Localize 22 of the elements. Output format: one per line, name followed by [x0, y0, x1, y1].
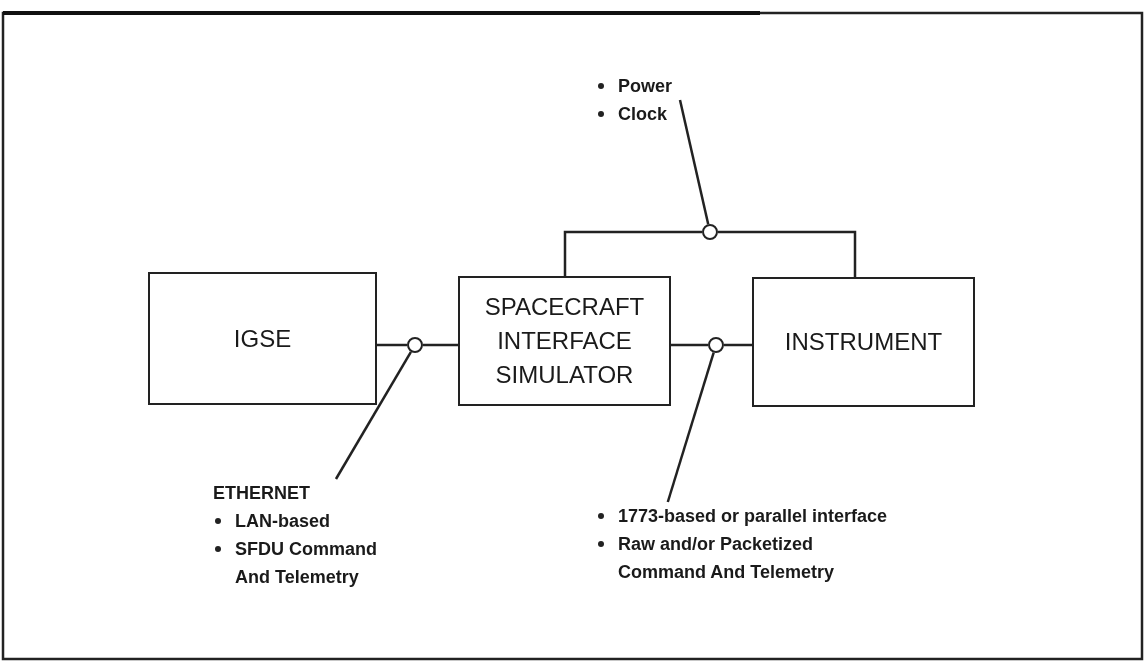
heading-label: ETHERNET [213, 482, 311, 505]
list-item: Raw and/or Packetized Command And Telemetry [618, 533, 836, 584]
block-box: IGSE [148, 272, 377, 405]
connector-line [377, 343, 407, 347]
list-item: Power [618, 75, 673, 98]
junction-circle [702, 224, 718, 240]
connector-line [671, 343, 708, 347]
list-item: Clock [618, 103, 669, 126]
junction-circle [407, 337, 423, 353]
connector-line [423, 343, 458, 347]
block-box: SPACECRAFT INTERFACE SIMULATOR [458, 276, 671, 406]
leader-line [666, 352, 715, 503]
block-box: INSTRUMENT [752, 277, 975, 407]
connector-line [563, 230, 702, 276]
list-item: LAN-based [235, 510, 331, 533]
list-item: SFDU Command And Telemetry [235, 538, 378, 589]
leader-line [334, 351, 412, 480]
connector-line [724, 343, 752, 347]
leader-line [678, 99, 710, 225]
connector-line [718, 230, 857, 277]
junction-circle [708, 337, 724, 353]
list-item: 1773-based or parallel interface [618, 505, 888, 528]
